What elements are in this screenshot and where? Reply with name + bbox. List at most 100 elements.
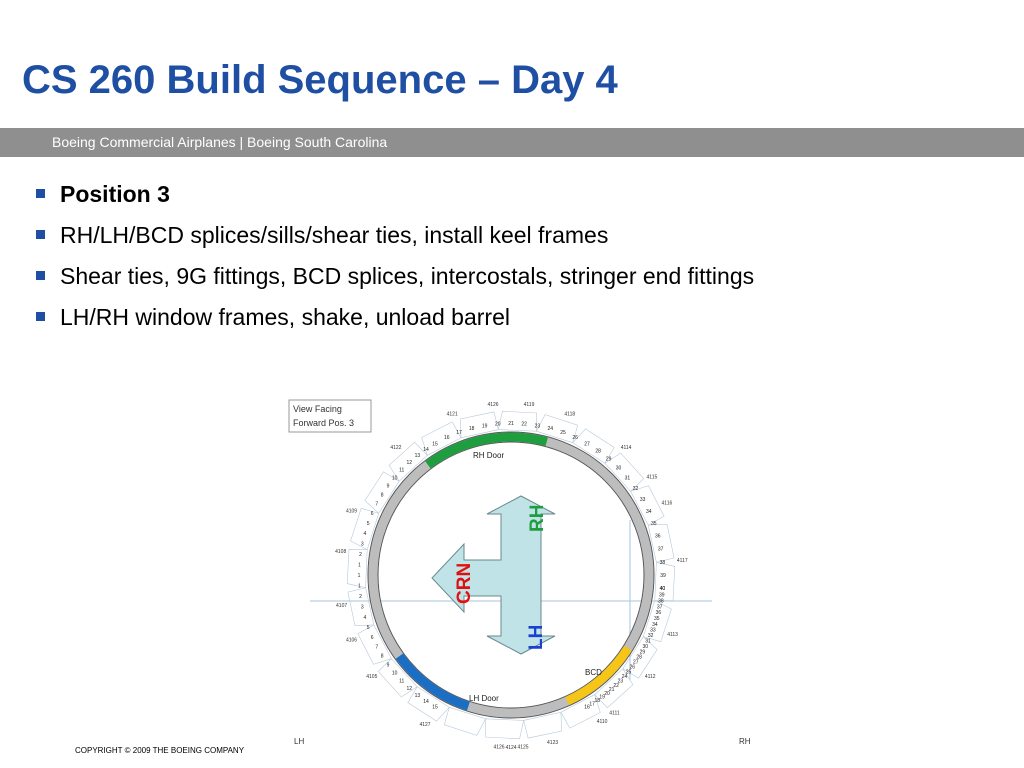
panel-number: 4115 <box>647 474 658 480</box>
stringer-number: 13 <box>415 693 421 699</box>
stringer-number: 20 <box>604 691 610 697</box>
stringer-number: 14 <box>423 447 429 453</box>
stringer-number: 26 <box>630 665 636 671</box>
stringer-number: 31 <box>645 639 651 645</box>
panel-number: 4112 <box>645 674 656 680</box>
stringer-number: 23 <box>535 423 541 429</box>
copyright-text: COPYRIGHT © 2009 THE BOEING COMPANY <box>75 746 245 755</box>
stringer-number: 14 <box>423 699 429 705</box>
bcd-label: BCD <box>585 668 602 677</box>
panel-outline <box>350 507 380 551</box>
stringer-number: 33 <box>650 628 656 634</box>
stringer-number: 35 <box>654 616 660 622</box>
stringer-number: 5 <box>367 625 370 631</box>
panel-number: 4118 <box>564 411 575 417</box>
lh-door-arc <box>395 653 470 711</box>
panel-outline <box>364 471 400 514</box>
panel-outline <box>560 694 601 729</box>
bcd-arc <box>565 645 632 706</box>
stringer-number: 38 <box>658 598 664 604</box>
stringer-number: 26 <box>572 435 578 441</box>
bullet-item: Shear ties, 9G fittings, BCD splices, in… <box>36 256 754 297</box>
stringer-number: 13 <box>415 453 421 459</box>
direction-arrow <box>431 495 556 655</box>
stringer-number: 7 <box>375 644 378 650</box>
stringer-number: 31 <box>625 475 631 481</box>
stringer-number: 34 <box>646 509 652 515</box>
stringer-number: 19 <box>482 423 488 429</box>
stringer-number: 2 <box>359 552 362 558</box>
stringer-number: 38 <box>660 560 666 566</box>
panel-number: 4117 <box>677 558 688 564</box>
stringer-number: 33 <box>640 497 646 503</box>
panel-number: 4110 <box>597 719 608 725</box>
panel-outline <box>654 561 676 602</box>
bullet-marker-icon <box>36 230 45 239</box>
arrow-lh-label: LH <box>526 625 547 650</box>
panel-number: 4125 <box>517 745 528 751</box>
panel-outline <box>622 636 658 679</box>
panel-outline <box>347 587 375 627</box>
panel-number: 4106 <box>346 637 357 643</box>
panel-outline <box>407 686 450 722</box>
panel-number: 4124 <box>505 745 516 751</box>
bottom-rh-label: RH <box>739 737 751 746</box>
stringer-number: 32 <box>648 633 654 639</box>
panel-outline <box>647 523 675 563</box>
panel-number: 4107 <box>336 603 347 609</box>
panel-outline <box>377 658 418 698</box>
stringer-number: 6 <box>371 635 374 641</box>
stringer-number: 4 <box>364 615 367 621</box>
stringer-number: 30 <box>616 466 622 472</box>
stringer-number: 40 <box>660 586 666 592</box>
panel-number: 4105 <box>366 674 377 680</box>
panel-outline <box>572 428 615 464</box>
stringer-number: 9 <box>387 662 390 668</box>
stringer-number: 15 <box>432 441 438 447</box>
stringer-number: 12 <box>407 460 413 466</box>
rh-door-label: RH Door <box>473 451 504 460</box>
view-facing-line1: View Facing <box>293 404 342 414</box>
view-facing-box <box>288 399 372 433</box>
panel-outline <box>497 410 538 432</box>
stringer-number: 10 <box>392 475 398 481</box>
stringer-number: 9 <box>387 484 390 490</box>
bullet-text: RH/LH/BCD splices/sills/shear ties, inst… <box>60 222 609 248</box>
panel-outline <box>443 706 487 736</box>
stringer-number: 23 <box>618 679 624 685</box>
bullet-item: LH/RH window frames, shake, unload barre… <box>36 297 754 338</box>
stringer-number: 6 <box>371 511 374 517</box>
panel-outline <box>357 624 392 665</box>
bullet-marker-icon <box>36 312 45 321</box>
stringer-number: 1 <box>358 562 361 568</box>
stringer-number: 37 <box>657 604 663 610</box>
panel-number: 4114 <box>621 445 632 451</box>
panel-outline <box>535 414 579 444</box>
bullet-marker-icon <box>36 271 45 280</box>
stringer-number: 29 <box>606 457 612 463</box>
stringer-number: 34 <box>652 622 658 628</box>
panel-outline <box>523 711 563 739</box>
stringer-number: 1 <box>358 584 361 590</box>
panel-outline <box>484 718 525 740</box>
panel-number: 4123 <box>547 740 558 746</box>
stringer-number: 29 <box>640 650 646 656</box>
panel-number: 4119 <box>524 402 535 408</box>
stringer-number: 28 <box>595 449 601 455</box>
stringer-number: 25 <box>626 669 632 675</box>
stringer-number: 21 <box>508 421 514 427</box>
stringer-number: 16 <box>584 705 590 711</box>
panel-number: 4121 <box>447 411 458 417</box>
stringer-number: 40 <box>660 586 666 592</box>
panel-outline <box>642 599 672 643</box>
stringer-number: 39 <box>659 592 665 598</box>
stringer-number: 22 <box>613 683 619 689</box>
view-facing-line2: Forward Pos. 3 <box>293 418 354 428</box>
panel-outline <box>459 411 499 439</box>
panel-number: 4109 <box>346 509 357 515</box>
panel-number: 4126 <box>487 402 498 408</box>
stringer-number: 5 <box>367 521 370 527</box>
stringer-number: 36 <box>656 610 662 616</box>
